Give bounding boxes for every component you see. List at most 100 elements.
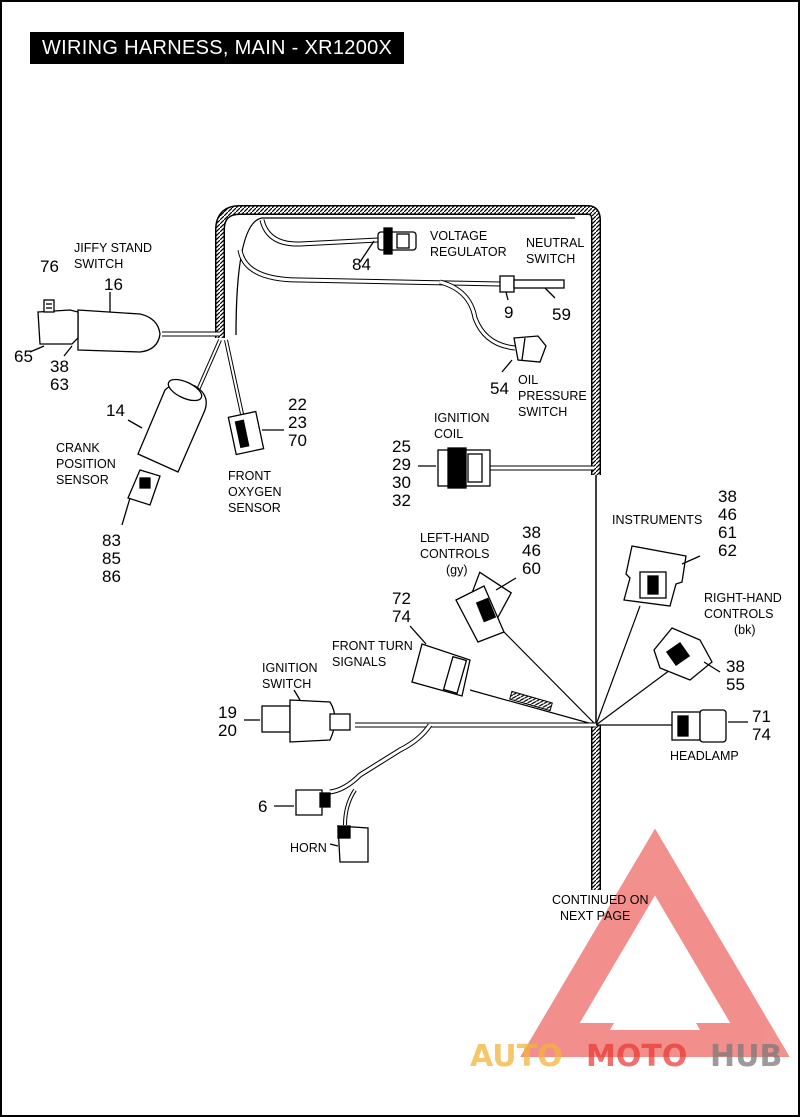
label-jiffy-stand-switch: JIFFY STAND SWITCH bbox=[74, 241, 152, 271]
callout-lh-46: 46 bbox=[522, 541, 541, 560]
left-hand-controls-connector bbox=[455, 571, 517, 643]
svg-text:REGULATOR: REGULATOR bbox=[430, 245, 507, 259]
svg-text:OIL: OIL bbox=[518, 373, 538, 387]
diagram-title: WIRING HARNESS, MAIN - XR1200X bbox=[30, 32, 405, 64]
svg-text:NEUTRAL: NEUTRAL bbox=[526, 236, 584, 250]
callout-65: 65 bbox=[14, 347, 33, 366]
svg-text:FRONT TURN: FRONT TURN bbox=[332, 639, 413, 653]
callout-9: 9 bbox=[504, 303, 513, 322]
svg-text:IGNITION: IGNITION bbox=[262, 661, 318, 675]
svg-text:SWITCH: SWITCH bbox=[74, 257, 123, 271]
callout-inst-38: 38 bbox=[718, 487, 737, 506]
svg-text:VOLTAGE: VOLTAGE bbox=[430, 229, 487, 243]
label-oil-pressure-switch: OIL PRESSURE SWITCH bbox=[518, 373, 587, 419]
label-neutral-switch: NEUTRAL SWITCH bbox=[526, 236, 584, 266]
callout-29: 29 bbox=[392, 455, 411, 474]
callout-25: 25 bbox=[392, 437, 411, 456]
callout-84: 84 bbox=[352, 255, 371, 274]
svg-text:COIL: COIL bbox=[434, 427, 463, 441]
svg-text:(bk): (bk) bbox=[734, 623, 756, 637]
svg-text:RIGHT-HAND: RIGHT-HAND bbox=[704, 591, 782, 605]
turn-signal-sleeve bbox=[509, 690, 553, 712]
callout-inst-46: 46 bbox=[718, 505, 737, 524]
svg-text:JIFFY STAND: JIFFY STAND bbox=[74, 241, 152, 255]
callout-14: 14 bbox=[106, 401, 125, 420]
callout-6: 6 bbox=[258, 797, 267, 816]
label-right-hand-controls: RIGHT-HAND CONTROLS (bk) bbox=[704, 591, 782, 637]
callout-70: 70 bbox=[288, 431, 307, 450]
right-hand-controls-connector bbox=[653, 627, 721, 681]
label-left-hand-controls: LEFT-HAND CONTROLS (gy) bbox=[420, 531, 489, 577]
callout-20: 20 bbox=[218, 721, 237, 740]
jiffy-stand-switch bbox=[29, 292, 220, 357]
label-continued: CONTINUED ON NEXT PAGE bbox=[552, 893, 649, 923]
callout-30: 30 bbox=[392, 473, 411, 492]
callout-74: 74 bbox=[392, 607, 411, 626]
ignition-coil-connector bbox=[418, 447, 594, 489]
svg-text:CONTINUED ON: CONTINUED ON bbox=[552, 893, 649, 907]
callout-38: 38 bbox=[50, 357, 69, 376]
svg-text:HUB: HUB bbox=[710, 1039, 782, 1074]
callout-76: 76 bbox=[40, 257, 59, 276]
svg-text:NEXT PAGE: NEXT PAGE bbox=[560, 909, 630, 923]
main-harness bbox=[215, 205, 601, 890]
ignition-switch bbox=[244, 689, 351, 743]
crank-position-sensor bbox=[121, 339, 222, 526]
callout-lh-60: 60 bbox=[522, 559, 541, 578]
label-ignition-coil: IGNITION COIL bbox=[434, 411, 490, 441]
callout-23: 23 bbox=[288, 413, 307, 432]
callout-63: 63 bbox=[50, 375, 69, 394]
svg-text:FRONT: FRONT bbox=[228, 469, 271, 483]
callout-rh-55: 55 bbox=[726, 675, 745, 694]
callout-85: 85 bbox=[102, 549, 121, 568]
neutral-switch-connector bbox=[499, 275, 565, 301]
svg-text:CRANK: CRANK bbox=[56, 441, 100, 455]
callout-inst-62: 62 bbox=[718, 541, 737, 560]
svg-text:IGNITION: IGNITION bbox=[434, 411, 490, 425]
oil-pressure-switch bbox=[501, 335, 547, 373]
label-front-turn-signals: FRONT TURN SIGNALS bbox=[332, 639, 413, 669]
callout-lh-38: 38 bbox=[522, 523, 541, 542]
svg-text:SIGNALS: SIGNALS bbox=[332, 655, 386, 669]
label-ignition-switch: IGNITION SWITCH bbox=[262, 661, 318, 691]
svg-text:SWITCH: SWITCH bbox=[262, 677, 311, 691]
callout-hl-74: 74 bbox=[752, 725, 771, 744]
headlamp-connector bbox=[671, 709, 748, 743]
label-instruments: INSTRUMENTS bbox=[612, 513, 702, 527]
svg-text:LEFT-HAND: LEFT-HAND bbox=[420, 531, 489, 545]
callout-16: 16 bbox=[104, 275, 123, 294]
callout-71: 71 bbox=[752, 707, 771, 726]
svg-text:SWITCH: SWITCH bbox=[526, 252, 575, 266]
callout-86: 86 bbox=[102, 567, 121, 586]
callout-22: 22 bbox=[288, 395, 307, 414]
label-horn: HORN bbox=[290, 841, 327, 855]
label-voltage-regulator: VOLTAGE REGULATOR bbox=[430, 229, 507, 259]
front-turn-signals-connector bbox=[409, 625, 471, 697]
horn-connector bbox=[274, 789, 369, 863]
branch-wires bbox=[329, 605, 672, 826]
callout-rh-38: 38 bbox=[726, 657, 745, 676]
callout-54: 54 bbox=[490, 379, 509, 398]
callout-32: 32 bbox=[392, 491, 411, 510]
svg-text:POSITION: POSITION bbox=[56, 457, 116, 471]
label-front-oxygen-sensor: FRONT OXYGEN SENSOR bbox=[228, 469, 282, 515]
svg-text:MOTO: MOTO bbox=[586, 1039, 687, 1074]
callout-72: 72 bbox=[392, 589, 411, 608]
svg-text:CONTROLS: CONTROLS bbox=[704, 607, 773, 621]
watermark-logo bbox=[520, 828, 790, 1057]
label-headlamp: HEADLAMP bbox=[670, 749, 739, 763]
callout-19: 19 bbox=[218, 703, 237, 722]
upper-wires bbox=[235, 217, 575, 351]
callout-83: 83 bbox=[102, 531, 121, 550]
front-oxygen-sensor bbox=[224, 339, 284, 456]
svg-text:AUTO: AUTO bbox=[470, 1039, 563, 1074]
svg-text:OXYGEN: OXYGEN bbox=[228, 485, 282, 499]
callout-inst-61: 61 bbox=[718, 523, 737, 542]
svg-text:CONTROLS: CONTROLS bbox=[420, 547, 489, 561]
instruments-connector bbox=[623, 545, 701, 607]
callout-59: 59 bbox=[552, 305, 571, 324]
watermark-text: AUTO MOTO HUB bbox=[470, 1039, 782, 1074]
svg-text:(gy): (gy) bbox=[446, 563, 468, 577]
svg-text:SENSOR: SENSOR bbox=[56, 473, 109, 487]
